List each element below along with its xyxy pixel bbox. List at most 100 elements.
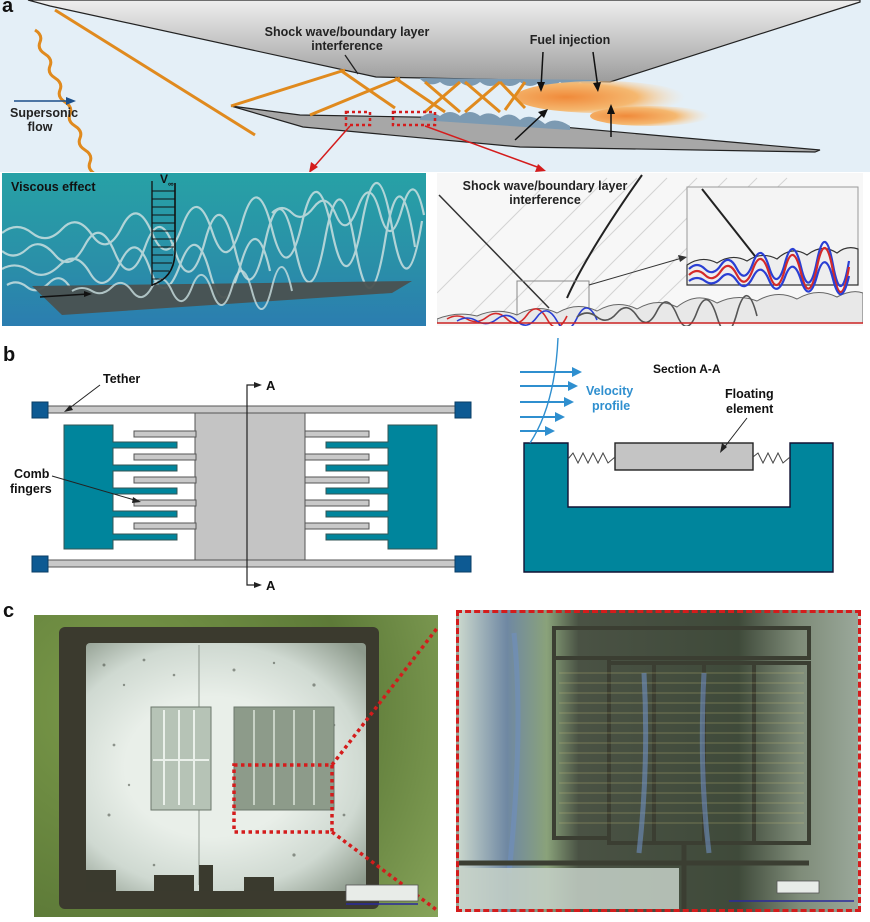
fuel-injection-label: Fuel injection — [529, 33, 611, 47]
zoom-connector-top — [330, 625, 438, 767]
zoom-region-box — [232, 763, 334, 834]
wall-vector — [39, 293, 89, 298]
velocity-label-line1: Velocity — [586, 384, 633, 398]
shock-boundary-inset: Shock wave/boundary layer interference — [437, 173, 863, 326]
incident-shock — [438, 194, 550, 309]
section-marker-bottom: A — [266, 578, 276, 590]
supersonic-flow-label: Supersonic flow — [10, 106, 79, 134]
fuel-plume-upper — [515, 81, 685, 113]
v-symbol: V — [160, 173, 169, 186]
zoom-arrowhead-icon — [309, 162, 318, 172]
velocity-arrowheads-icon — [545, 367, 582, 436]
near-wall-streaks — [71, 266, 293, 310]
anchor-top-right — [454, 401, 472, 419]
tether-leader-arrowhead-icon — [64, 405, 73, 412]
comb-label-line2: fingers — [10, 482, 52, 496]
weak-waves — [437, 177, 788, 319]
viscous-flow-visual — [2, 181, 426, 315]
reflected-shock — [566, 174, 643, 299]
tether-top — [45, 405, 459, 414]
zoomed-incident-shock — [701, 188, 763, 266]
viscous-effect-inset: Viscous effect V∞ — [2, 173, 426, 326]
floating-label-line2: element — [726, 402, 774, 416]
floating-label-line1: Floating — [725, 387, 774, 401]
comb-leader — [51, 475, 139, 502]
anchor-top-left — [31, 401, 49, 419]
sw-label-line1: Shock wave/boundary layer — [462, 179, 628, 193]
debris-speckles — [102, 658, 346, 867]
velocity-label-line2: profile — [592, 399, 630, 413]
velocity-profile-ticks — [152, 190, 175, 280]
moving-fingers-right — [304, 430, 370, 530]
finger-block-outlines — [552, 626, 811, 845]
velocity-profile-curve — [529, 337, 559, 444]
scramjet-schematic — [0, 0, 870, 172]
shock-leader-line — [344, 54, 359, 75]
lower-cowl — [230, 105, 821, 153]
comb-drive-top-view: A A Tether Comb fingers — [10, 372, 472, 590]
flow-arrowhead-icon — [66, 97, 76, 105]
tether-label: Tether — [103, 372, 140, 386]
floating-element — [614, 442, 754, 471]
supersonic-text: Supersonic — [10, 106, 79, 120]
comb-structure-left-bars — [153, 710, 209, 805]
infinity-subscript: ∞ — [168, 179, 174, 189]
schlieren-visual — [437, 174, 863, 326]
comb-structure-right — [233, 706, 335, 811]
magnify-arrow — [588, 257, 683, 286]
zoom-arrowhead-icon — [535, 164, 546, 172]
finger-texture-lines — [559, 672, 804, 824]
shock-lines — [54, 8, 527, 137]
spring-left-icon — [567, 451, 616, 465]
magnify-arrowhead-icon — [678, 255, 687, 262]
micrograph-structures — [86, 625, 438, 913]
scale-bar-box — [345, 884, 419, 902]
comb-leader-arrowhead-icon — [132, 497, 141, 503]
viscous-effect-label: Viscous effect — [11, 180, 96, 194]
zoom-arrow-shock — [424, 125, 541, 169]
zoom-connector-bottom — [330, 830, 438, 913]
comb-label-line1: Comb — [14, 467, 50, 481]
section-arrow-top-icon — [254, 382, 262, 388]
sw-label-line2: interference — [509, 193, 581, 207]
tether-bottom — [45, 559, 459, 568]
substrate — [523, 442, 834, 573]
stator-right — [325, 424, 438, 550]
section-a-a-view: Section A-A Velocity profile Floating el… — [520, 337, 834, 573]
comb-structure-left — [150, 706, 212, 811]
moving-fingers-left — [133, 430, 197, 530]
stator-left — [63, 424, 178, 550]
panel-a: Supersonic flow Shock wave/boundary laye… — [0, 0, 870, 330]
shuttle-frame — [194, 412, 306, 561]
flow-text: flow — [27, 120, 53, 134]
spring-right-icon — [752, 451, 791, 465]
micrograph-zoomed — [456, 610, 861, 912]
zoomed-scale-bar-box — [776, 880, 820, 894]
zoom-arrow-viscous — [312, 125, 351, 169]
section-arrow-bottom-icon — [254, 582, 262, 588]
anchor-bottom-right — [454, 555, 472, 573]
section-marker-top: A — [266, 378, 276, 393]
flat-plate — [32, 281, 412, 315]
floating-leader-arrowhead-icon — [720, 443, 727, 453]
comb-structure-right-bars — [253, 710, 315, 805]
blue-interference-streaks — [506, 632, 712, 874]
bright-lower-region — [459, 868, 679, 909]
section-line-a-a — [246, 384, 258, 586]
etch-irregularities — [86, 865, 274, 892]
zoomed-vorticity — [688, 240, 851, 296]
wall-vector-arrowhead-icon — [84, 291, 92, 297]
panel-letter-c: c — [3, 600, 15, 622]
panel-letter-b: b — [3, 344, 16, 366]
boundary-layer-bottom — [420, 112, 570, 130]
anchors — [31, 401, 472, 573]
panel-letter-a: a — [2, 0, 14, 17]
micrograph-overview — [34, 615, 438, 917]
vorticity-streaks — [446, 294, 758, 326]
section-title: Section A-A — [653, 362, 721, 376]
v-infinity-label: V∞ — [160, 173, 174, 188]
turbulent-boundary-layer — [437, 291, 863, 324]
shock-interference-label: Shock wave/boundary layer interference — [262, 25, 432, 53]
panel-b: b — [0, 335, 870, 590]
turbulence-streaks — [2, 181, 426, 299]
